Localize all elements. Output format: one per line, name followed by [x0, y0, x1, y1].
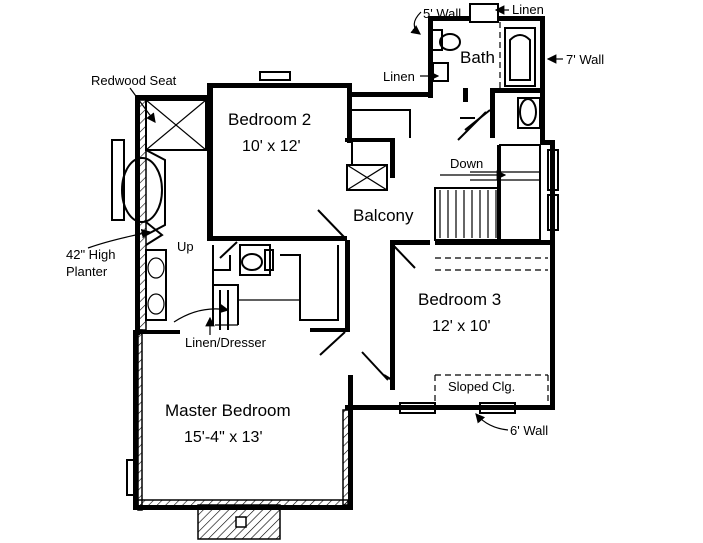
annotations: Redwood Seat 42" High Planter Up Down Li… [66, 2, 604, 438]
master-name: Master Bedroom [165, 401, 291, 420]
wall-7-label: 7' Wall [566, 52, 604, 67]
bedroom3-name: Bedroom 3 [418, 290, 501, 309]
linen-dresser-label: Linen/Dresser [185, 335, 267, 350]
planter-label-line1: 42" High [66, 247, 115, 262]
bath-name: Bath [460, 48, 495, 67]
redwood-seat-label: Redwood Seat [91, 73, 177, 88]
stairs [434, 144, 541, 241]
master-size: 15'-4" x 13' [184, 429, 263, 446]
planter-label-line2: Planter [66, 264, 108, 279]
interior-partitions [212, 22, 549, 405]
linen-left-label: Linen [383, 69, 415, 84]
linen-top-label: Linen [512, 2, 544, 17]
bedroom2-name: Bedroom 2 [228, 110, 311, 129]
sloped-ceiling-label: Sloped Clg. [448, 379, 515, 394]
masonry-hatching [137, 99, 350, 540]
balcony-name: Balcony [353, 206, 414, 225]
up-label: Up [177, 239, 194, 254]
wall-5-label: 5' Wall [423, 6, 461, 21]
bedroom2-size: 10' x 12' [242, 138, 301, 155]
room-labels: Bedroom 2 10' x 12' Bedroom 3 12' x 10' … [165, 48, 501, 446]
bedroom3-size: 12' x 10' [432, 318, 491, 335]
windows [111, 3, 559, 496]
redwood-seat [121, 99, 207, 321]
down-label: Down [450, 156, 483, 171]
wall-6-label: 6' Wall [510, 423, 548, 438]
